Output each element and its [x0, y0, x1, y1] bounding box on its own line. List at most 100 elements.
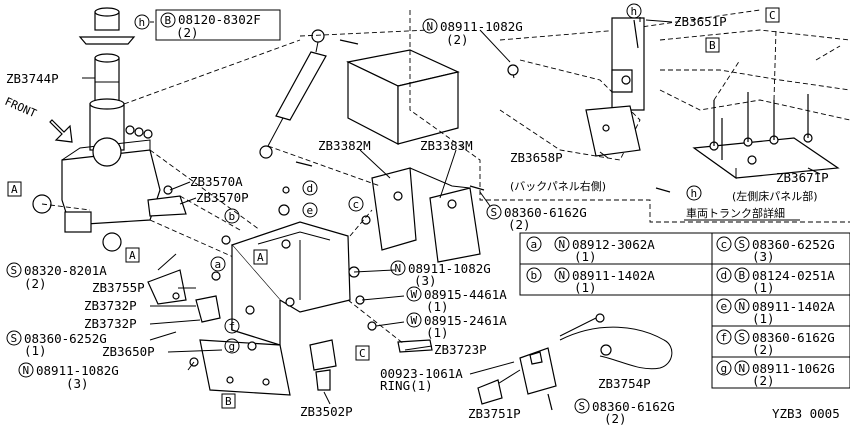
shift-housing: [32, 137, 187, 252]
bolts-trunk: [713, 92, 809, 160]
label-zb3383m: ZB3383M: [420, 138, 473, 153]
legend-f-key: f: [721, 331, 728, 344]
bolt-h-part: [339, 39, 359, 45]
label-zb3723p: ZB3723P: [434, 342, 487, 357]
legend-b-pn: 08911-1402A: [572, 268, 655, 283]
legend-b-qty: (1): [574, 280, 597, 295]
w-marker-a: [406, 286, 422, 302]
s-marker-08360-a: [6, 330, 22, 346]
label-zb3382m: ZB3382M: [318, 138, 371, 153]
sensor-zb3502p: [309, 339, 337, 391]
column-washers: [125, 125, 173, 195]
n-marker-08911-b: [390, 260, 406, 276]
clip-zb3732p: [172, 292, 221, 323]
ref-b-top: B: [709, 39, 716, 52]
label-n-08911-top: 08911-1082G: [440, 19, 523, 34]
legend-e-pn: 08911-1402A: [752, 299, 835, 314]
label-s-08360-b-qty: (2): [604, 411, 627, 425]
label-zb3671p: ZB3671P: [776, 170, 829, 185]
legend-d-qty: (1): [752, 280, 775, 295]
legend-b-type: N: [559, 269, 566, 282]
legend-a-qty: (1): [574, 249, 597, 264]
legend-f-qty: (2): [752, 342, 775, 357]
label-s-08360-c-qty: (2): [508, 217, 531, 232]
label-trunk-detail: 車両トランク部詳細: [686, 206, 785, 220]
label-bolt-h: 08120-8302F: [178, 12, 261, 27]
bolt-08360-b-part: [547, 393, 553, 411]
label-back-panel: (バックパネル右側): [510, 179, 606, 193]
shift-column-part: [78, 7, 136, 151]
legend-d-type: B: [739, 269, 746, 282]
marker-h-top-letter: h: [631, 5, 638, 18]
legend-e-type: N: [739, 300, 746, 313]
bracket-zb3658p: [585, 105, 641, 157]
label-n-08911-b-qty: (3): [414, 273, 437, 288]
label-n-08911-top-qty: (2): [446, 32, 469, 47]
n-marker-08911-a: [18, 362, 34, 378]
s-marker-08360-c-letter: S: [491, 206, 498, 219]
label-zb3755p: ZB3755P: [92, 280, 145, 295]
legend-c-pn: 08360-6252G: [752, 237, 835, 252]
lever-zb3751p: [477, 347, 557, 405]
label-n-08911-b: 08911-1082G: [408, 261, 491, 276]
label-zb3751p: ZB3751P: [468, 406, 521, 421]
marker-f: [224, 318, 240, 334]
ref-box-a-mid: [125, 247, 140, 263]
s-marker-08360-b-letter: S: [579, 400, 586, 413]
marker-h-right: [686, 185, 702, 201]
n-marker-08911-top: [422, 18, 438, 34]
label-w-08915-a-qty: (1): [426, 299, 449, 314]
bolt-zb3723p: [397, 339, 433, 353]
legend-a-type: N: [559, 238, 566, 251]
leader-lines: [82, 17, 821, 405]
label-zb3651p: ZB3651P: [674, 14, 727, 29]
legend-d-key: d: [721, 269, 728, 282]
w-marker-a-letter: W: [411, 288, 418, 301]
front-arrow-icon: [49, 119, 73, 143]
s-marker-08360-b: [574, 398, 590, 414]
marker-b-letter: b: [229, 210, 236, 223]
ref-box-b-top: [705, 37, 720, 53]
cable-zb3754p: [559, 313, 673, 370]
label-zb3502p: ZB3502P: [300, 404, 353, 419]
ref-a-mid: A: [129, 249, 136, 262]
legend-row-b: b N 08911-1402A (1): [526, 267, 655, 295]
label-zb3650p: ZB3650P: [102, 344, 155, 359]
legend-a-pn: 08912-3062A: [572, 237, 655, 252]
legend-e-qty: (1): [752, 311, 775, 326]
w-marker-b-letter: W: [411, 314, 418, 327]
marker-e: [302, 202, 318, 218]
label-n-08911-a-qty: (3): [66, 376, 89, 391]
legend-row-d: d B 08124-0251A (1): [716, 267, 835, 295]
bolt-h-box: [155, 9, 281, 41]
ref-box-c-top: [765, 7, 780, 23]
label-w-08915-b: 08915-2461A: [424, 313, 507, 328]
ref-a-bracket: A: [257, 251, 264, 264]
label-zb3744p: ZB3744P: [6, 71, 59, 86]
ref-box-a-bracket: [253, 249, 268, 265]
ref-c-mid: C: [359, 347, 366, 360]
n-marker-08911-top-letter: N: [427, 20, 434, 33]
label-s-08360-b: 08360-6162G: [592, 399, 675, 414]
callout-h-marker: [134, 14, 150, 30]
ref-box-b-bottom: [221, 393, 236, 409]
label-ring: RING(1): [380, 378, 433, 393]
s-marker-08360-c: [486, 204, 502, 220]
label-zb3732p-a: ZB3732P: [84, 298, 137, 313]
ref-a-left: A: [11, 183, 18, 196]
gas-strut-part: [259, 29, 327, 159]
legend-g-pn: 08911-1062G: [752, 361, 835, 376]
marker-d: [302, 180, 318, 196]
marker-h-right-letter: h: [691, 187, 698, 200]
label-zb3570a: ZB3570A: [190, 174, 243, 189]
b-type-marker: [160, 12, 176, 28]
legend-g-type: N: [739, 362, 746, 375]
label-n-08911-a: 08911-1082G: [36, 363, 119, 378]
legend-f-pn: 08360-6162G: [752, 330, 835, 345]
marker-c-letter: c: [353, 198, 360, 211]
w-marker-b: [406, 312, 422, 328]
marker-d-letter: d: [307, 182, 314, 195]
label-zb3732p-b: ZB3732P: [84, 316, 137, 331]
b-type-letter: B: [165, 14, 172, 27]
